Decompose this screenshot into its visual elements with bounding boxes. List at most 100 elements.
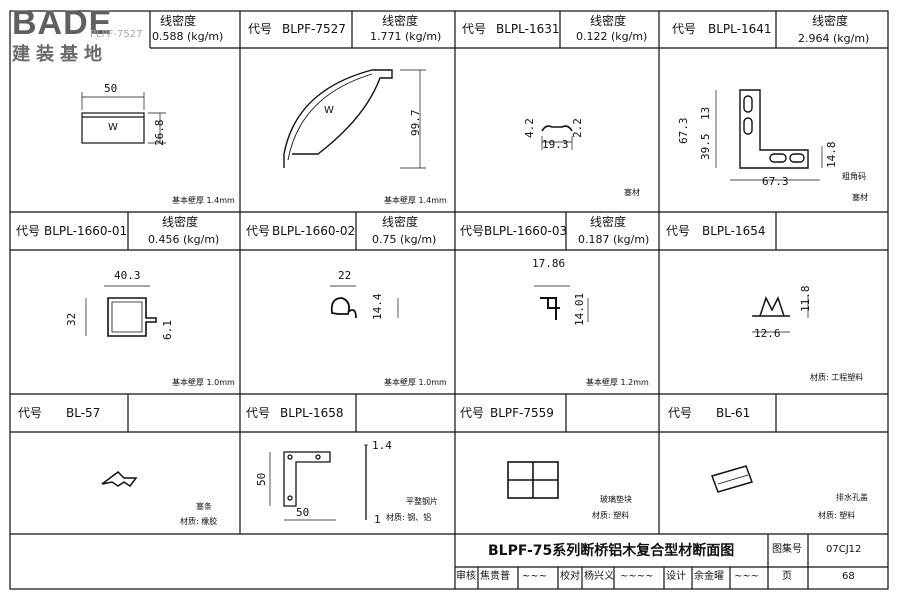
dim-5-0: 22 xyxy=(338,269,352,282)
dim-1-0: 99.7 xyxy=(409,109,422,137)
note-3: 塞材 xyxy=(852,193,868,202)
note-5: 基本壁厚 1.0mm xyxy=(384,378,447,387)
code-label-6: 代号 xyxy=(460,224,485,238)
density-value-0: 0.588 (kg/m) xyxy=(152,30,224,43)
watermark: PLPF-7527 xyxy=(90,29,143,40)
note-9: 材质: 钢、铝 xyxy=(386,513,432,522)
note-a-11: 排水孔盖 xyxy=(836,493,868,502)
review-signature: ~~~ xyxy=(522,571,548,582)
dim-3-0: 67.3 xyxy=(677,117,690,145)
check-label: 校对 xyxy=(560,571,580,582)
code-value-9: BLPL-1658 xyxy=(280,406,344,420)
note-10: 材质: 塑料 xyxy=(592,511,630,520)
dim-3-1: 13 xyxy=(699,106,712,120)
note-a-8: 塞条 xyxy=(196,502,212,511)
code-label-4: 代号 xyxy=(16,224,41,238)
code-value-2: BLPL-1631 xyxy=(496,22,560,36)
code-value-6: BLPL-1660-03 xyxy=(484,224,568,238)
profile-10-drawing xyxy=(507,461,559,499)
dim-0-1: 26.8 xyxy=(153,119,166,147)
review-name: 焦贵普 xyxy=(480,571,510,582)
density-label-5: 线密度 xyxy=(382,215,419,229)
check-name: 杨兴义 xyxy=(584,571,614,582)
design-label: 设计 xyxy=(666,571,686,582)
note-7: 材质: 工程塑料 xyxy=(810,373,864,382)
density-label-4: 线密度 xyxy=(162,215,199,229)
dim-9-2: 50 xyxy=(296,506,310,519)
code-label-5: 代号 xyxy=(246,224,271,238)
code-value-8: BL-57 xyxy=(66,406,101,420)
profile-3-drawing xyxy=(715,89,823,181)
note-a-9: 平整钢片 xyxy=(406,497,438,506)
note-2: 塞材 xyxy=(624,188,640,197)
density-value-5: 0.75 (kg/m) xyxy=(372,233,437,246)
density-label-2: 线密度 xyxy=(590,14,627,28)
density-value-3: 2.964 (kg/m) xyxy=(798,32,870,45)
density-label-3: 线密度 xyxy=(812,14,849,28)
density-value-1: 1.771 (kg/m) xyxy=(370,30,442,43)
note-a-3: 粗角码 xyxy=(842,172,866,181)
dim-2-1: 2.2 xyxy=(571,118,584,138)
profile-0-drawing xyxy=(81,92,166,144)
brand-subtitle: 建装基地 xyxy=(12,44,108,65)
review-label: 审核 xyxy=(456,571,476,582)
note-4: 基本壁厚 1.0mm xyxy=(172,378,235,387)
code-label-3: 代号 xyxy=(672,22,697,36)
dim-6-1: 14.01 xyxy=(573,292,586,326)
code-label-7: 代号 xyxy=(666,224,691,238)
code-value-11: BL-61 xyxy=(716,406,751,420)
note-0: 基本壁厚 1.4mm xyxy=(172,196,235,205)
dim-9-3: 1 xyxy=(374,513,381,526)
profile-8-drawing xyxy=(101,471,138,488)
dim-9-1: 50 xyxy=(255,472,268,486)
dim-4-0: 40.3 xyxy=(114,269,141,282)
tag-1: W xyxy=(324,105,334,116)
profile-5-drawing xyxy=(330,285,399,319)
code-value-4: BLPL-1660-01 xyxy=(44,224,128,238)
dim-3-4: 67.3 xyxy=(762,175,789,188)
code-value-1: BLPF-7527 xyxy=(282,22,346,36)
code-label-1: 代号 xyxy=(248,22,273,36)
note-1: 基本壁厚 1.4mm xyxy=(384,196,447,205)
atlas-number: 07CJ12 xyxy=(826,544,862,555)
code-value-3: BLPL-1641 xyxy=(708,22,772,36)
profile-6-drawing xyxy=(534,285,589,322)
code-value-7: BLPL-1654 xyxy=(702,224,766,238)
code-label-2: 代号 xyxy=(462,22,487,36)
density-value-2: 0.122 (kg/m) xyxy=(576,30,648,43)
tag-0: W xyxy=(108,122,118,133)
dim-5-1: 14.4 xyxy=(371,293,384,321)
profile-2-drawing xyxy=(541,125,573,150)
dim-4-1: 32 xyxy=(65,312,78,326)
design-signature: ~~~ xyxy=(734,571,760,582)
note-6: 基本壁厚 1.2mm xyxy=(586,378,649,387)
code-label-8: 代号 xyxy=(18,406,43,420)
dim-3-2: 39.5 xyxy=(699,133,712,161)
profile-9-drawing xyxy=(269,444,368,521)
check-signature: ~~~~ xyxy=(620,571,654,582)
note-a-10: 玻璃垫块 xyxy=(600,495,632,504)
profile-11-drawing xyxy=(711,465,753,493)
density-value-4: 0.456 (kg/m) xyxy=(148,233,220,246)
code-value-5: BLPL-1660-02 xyxy=(272,224,356,238)
density-label-0: 线密度 xyxy=(160,14,197,28)
code-label-10: 代号 xyxy=(460,406,485,420)
density-label-1: 线密度 xyxy=(382,14,419,28)
dim-0-0: 50 xyxy=(104,82,118,95)
density-value-6: 0.187 (kg/m) xyxy=(578,233,650,246)
brand-logo: BADE xyxy=(12,4,113,42)
profile-4-drawing xyxy=(85,285,157,337)
atlas-label: 图集号 xyxy=(772,544,802,555)
profile-7-drawing xyxy=(752,296,809,333)
density-label-6: 线密度 xyxy=(590,215,627,229)
dim-7-1: 12.6 xyxy=(754,327,781,340)
dim-6-0: 17.86 xyxy=(532,257,566,270)
dim-4-2: 6.1 xyxy=(161,320,174,340)
note-11: 材质: 塑料 xyxy=(818,511,856,520)
code-value-10: BLPF-7559 xyxy=(490,406,554,420)
code-label-9: 代号 xyxy=(246,406,271,420)
page-number: 68 xyxy=(842,571,855,582)
note-8: 材质: 橡胶 xyxy=(180,517,218,526)
dim-9-0: 1.4 xyxy=(372,439,392,452)
